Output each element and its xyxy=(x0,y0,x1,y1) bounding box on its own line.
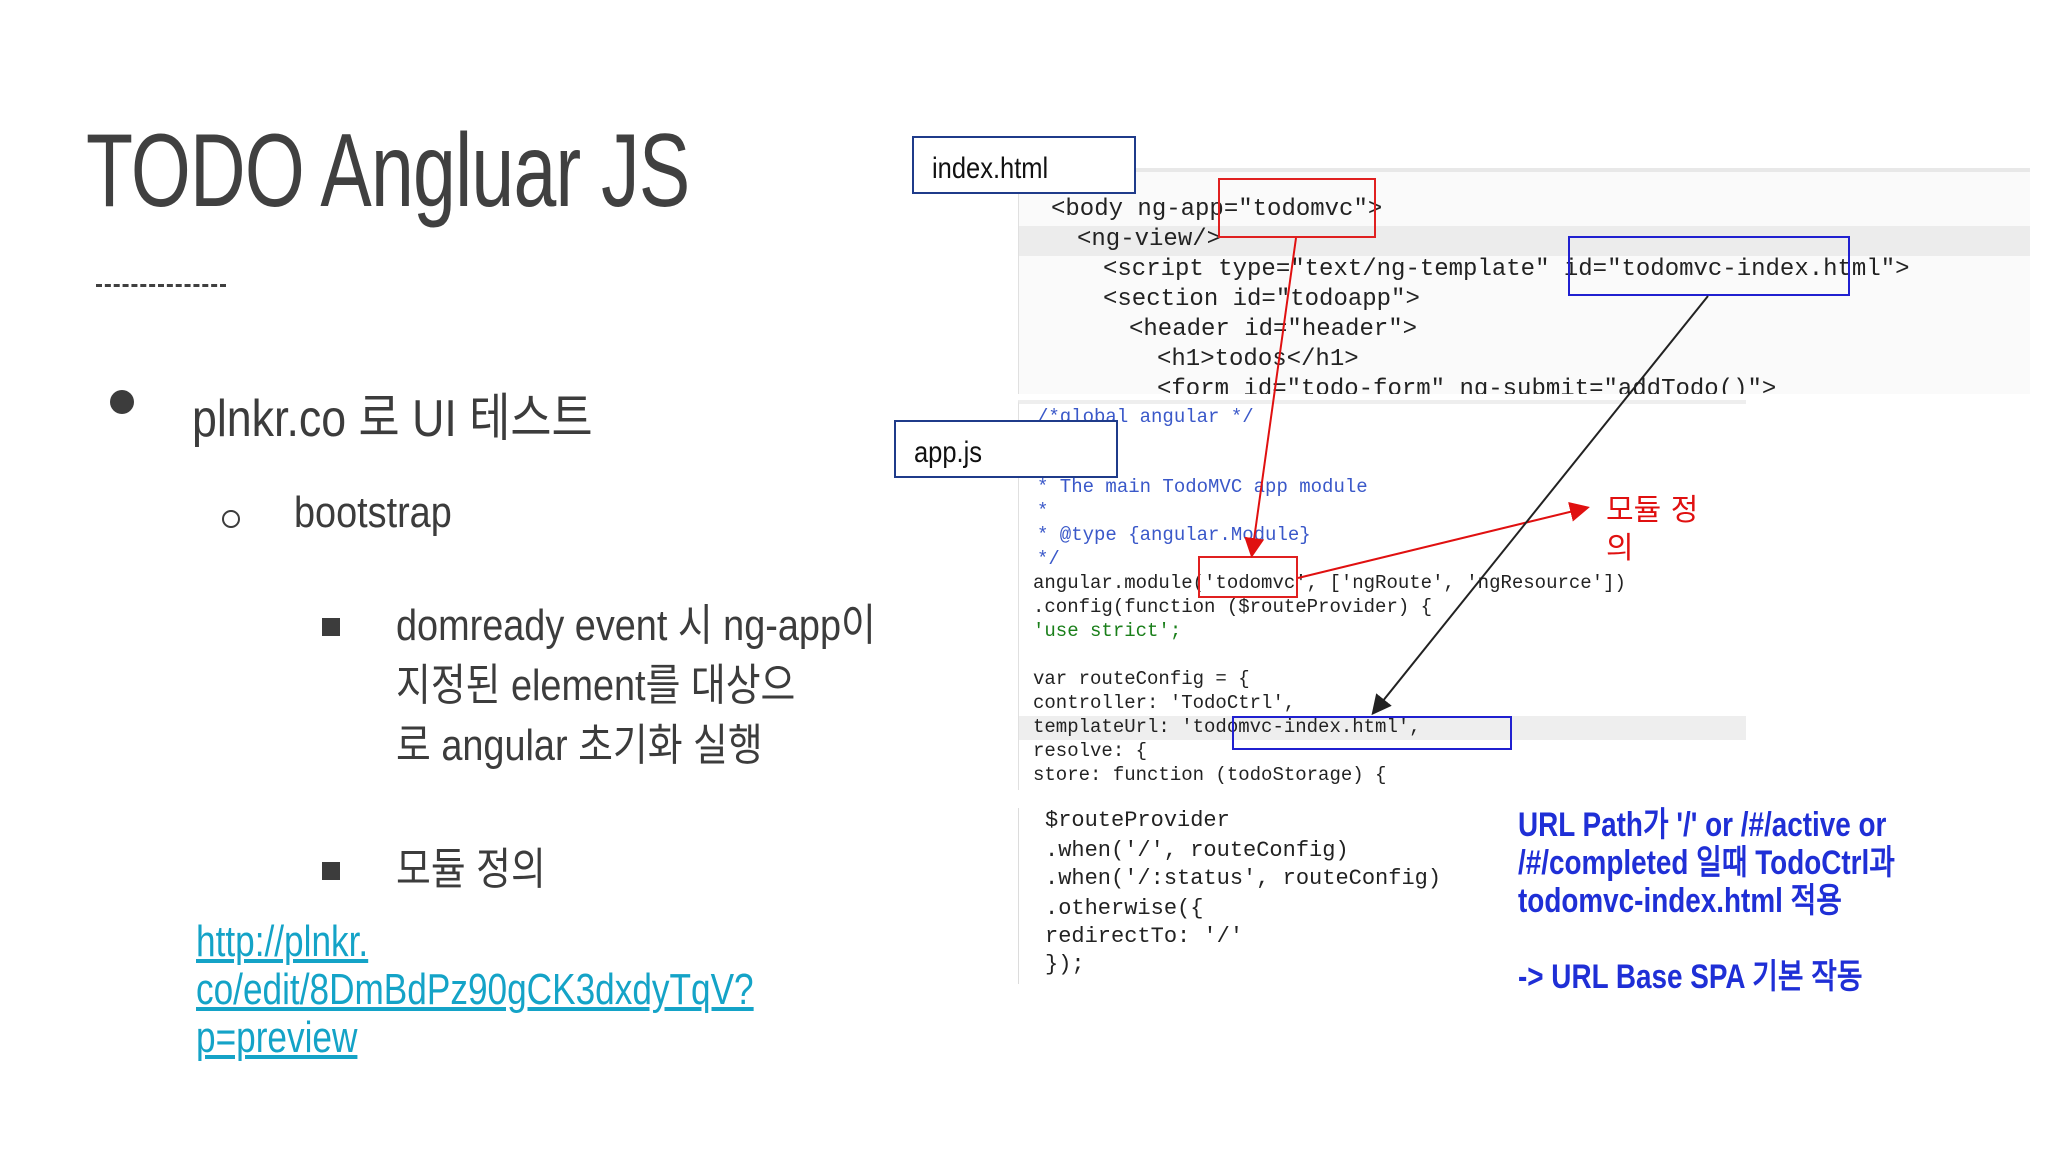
bullet-line: domready event 시 ng-app이 xyxy=(396,601,876,650)
link-line[interactable]: p=preview xyxy=(196,1013,358,1062)
code-line: controller: 'TodoCtrl', xyxy=(1033,692,1296,714)
bullet-level3-domready-text: domready event 시 ng-app이 지정된 element를 대상… xyxy=(396,596,876,776)
highlighted-row xyxy=(1019,226,2030,256)
code-line: */ xyxy=(1037,548,1060,570)
module-definition-note: 모듈 정의 xyxy=(1606,493,1699,566)
index-html-code-screenshot: <body ng-app="todomvc"> <ng-view/> <scri… xyxy=(1018,168,2030,394)
code-line: <h1>todos</h1> xyxy=(1157,346,1359,373)
index-html-label: index.html xyxy=(912,136,1136,194)
code-line: <section id="todoapp"> xyxy=(1103,286,1420,313)
code-line: var routeConfig = { xyxy=(1033,668,1250,690)
title-underline xyxy=(96,284,226,287)
code-line: .when('/:status', routeConfig) xyxy=(1045,866,1442,891)
code-line: <form id="todo-form" ng-submit="addTodo(… xyxy=(1157,376,1777,394)
square-bullet-icon xyxy=(322,862,340,880)
bullet-level3-module-text: 모듈 정의 xyxy=(396,845,546,894)
template-url-highlight-box xyxy=(1232,716,1512,750)
link-line[interactable]: co/edit/8DmBdPz90gCK3dxdyTqV? xyxy=(196,965,754,1014)
code-line: * The main TodoMVC app module xyxy=(1037,476,1368,498)
bullet-level1-text: plnkr.co 로 UI 테스트 xyxy=(192,390,593,448)
code-line: 'use strict'; xyxy=(1033,620,1182,642)
code-line: * @type {angular.Module} xyxy=(1037,524,1311,546)
slide-title: TODO Angluar JS xyxy=(86,113,690,229)
code-line: .otherwise({ xyxy=(1045,896,1204,921)
code-line: * xyxy=(1037,500,1049,522)
url-routing-note: URL Path가 '/' or /#/active or /#/complet… xyxy=(1518,806,2038,996)
hollow-circle-bullet-icon xyxy=(222,510,240,528)
bullet-level2-text: bootstrap xyxy=(294,488,452,537)
highlighted-row xyxy=(1019,716,1746,740)
note-line: /#/completed 일때 TodoCtrl과 xyxy=(1518,844,1895,882)
code-line: resolve: { xyxy=(1033,740,1148,762)
code-line: angular.module('todomvc', ['ngRoute', 'n… xyxy=(1033,572,1626,594)
route-provider-code-screenshot: $routeProvider .when('/', routeConfig) .… xyxy=(1018,808,1498,984)
bullet-line: 지정된 element를 대상으 xyxy=(396,661,796,710)
code-line: redirectTo: '/' xyxy=(1045,924,1244,949)
code-line: <ng-view/> xyxy=(1077,226,1222,253)
app-js-label-text: app.js xyxy=(914,436,983,469)
code-line: <header id="header"> xyxy=(1129,316,1418,343)
code-line: templateUrl: 'todomvc-index.html', xyxy=(1033,716,1421,738)
ng-app-highlight-box xyxy=(1218,178,1376,238)
bullet-line: 로 angular 초기화 실행 xyxy=(396,721,763,770)
code-line: .config(function ($routeProvider) { xyxy=(1033,596,1433,618)
code-line: <body ng-app="todomvc"> xyxy=(1051,196,1383,223)
note-line: todomvc-index.html 적용 xyxy=(1518,882,1842,920)
filled-circle-bullet-icon xyxy=(110,390,134,414)
code-line: <script type="text/ng-template" id="todo… xyxy=(1103,256,1910,283)
app-js-label: app.js xyxy=(894,420,1118,478)
note-line: URL Path가 '/' or /#/active or xyxy=(1518,806,1887,844)
code-line: .when('/', routeConfig) xyxy=(1045,838,1349,863)
template-id-highlight-box xyxy=(1568,236,1850,296)
square-bullet-icon xyxy=(322,618,340,636)
index-html-label-text: index.html xyxy=(932,152,1049,185)
link-line[interactable]: http://plnkr. xyxy=(196,917,369,966)
code-line: $routeProvider xyxy=(1045,808,1230,833)
code-line: }); xyxy=(1045,952,1085,977)
spa-note: -> URL Base SPA 기본 작동 xyxy=(1518,958,1863,996)
module-name-highlight-box xyxy=(1198,556,1298,598)
code-line: store: function (todoStorage) { xyxy=(1033,764,1387,786)
plnkr-link[interactable]: http://plnkr. co/edit/8DmBdPz90gCK3dxdyT… xyxy=(196,918,816,1062)
